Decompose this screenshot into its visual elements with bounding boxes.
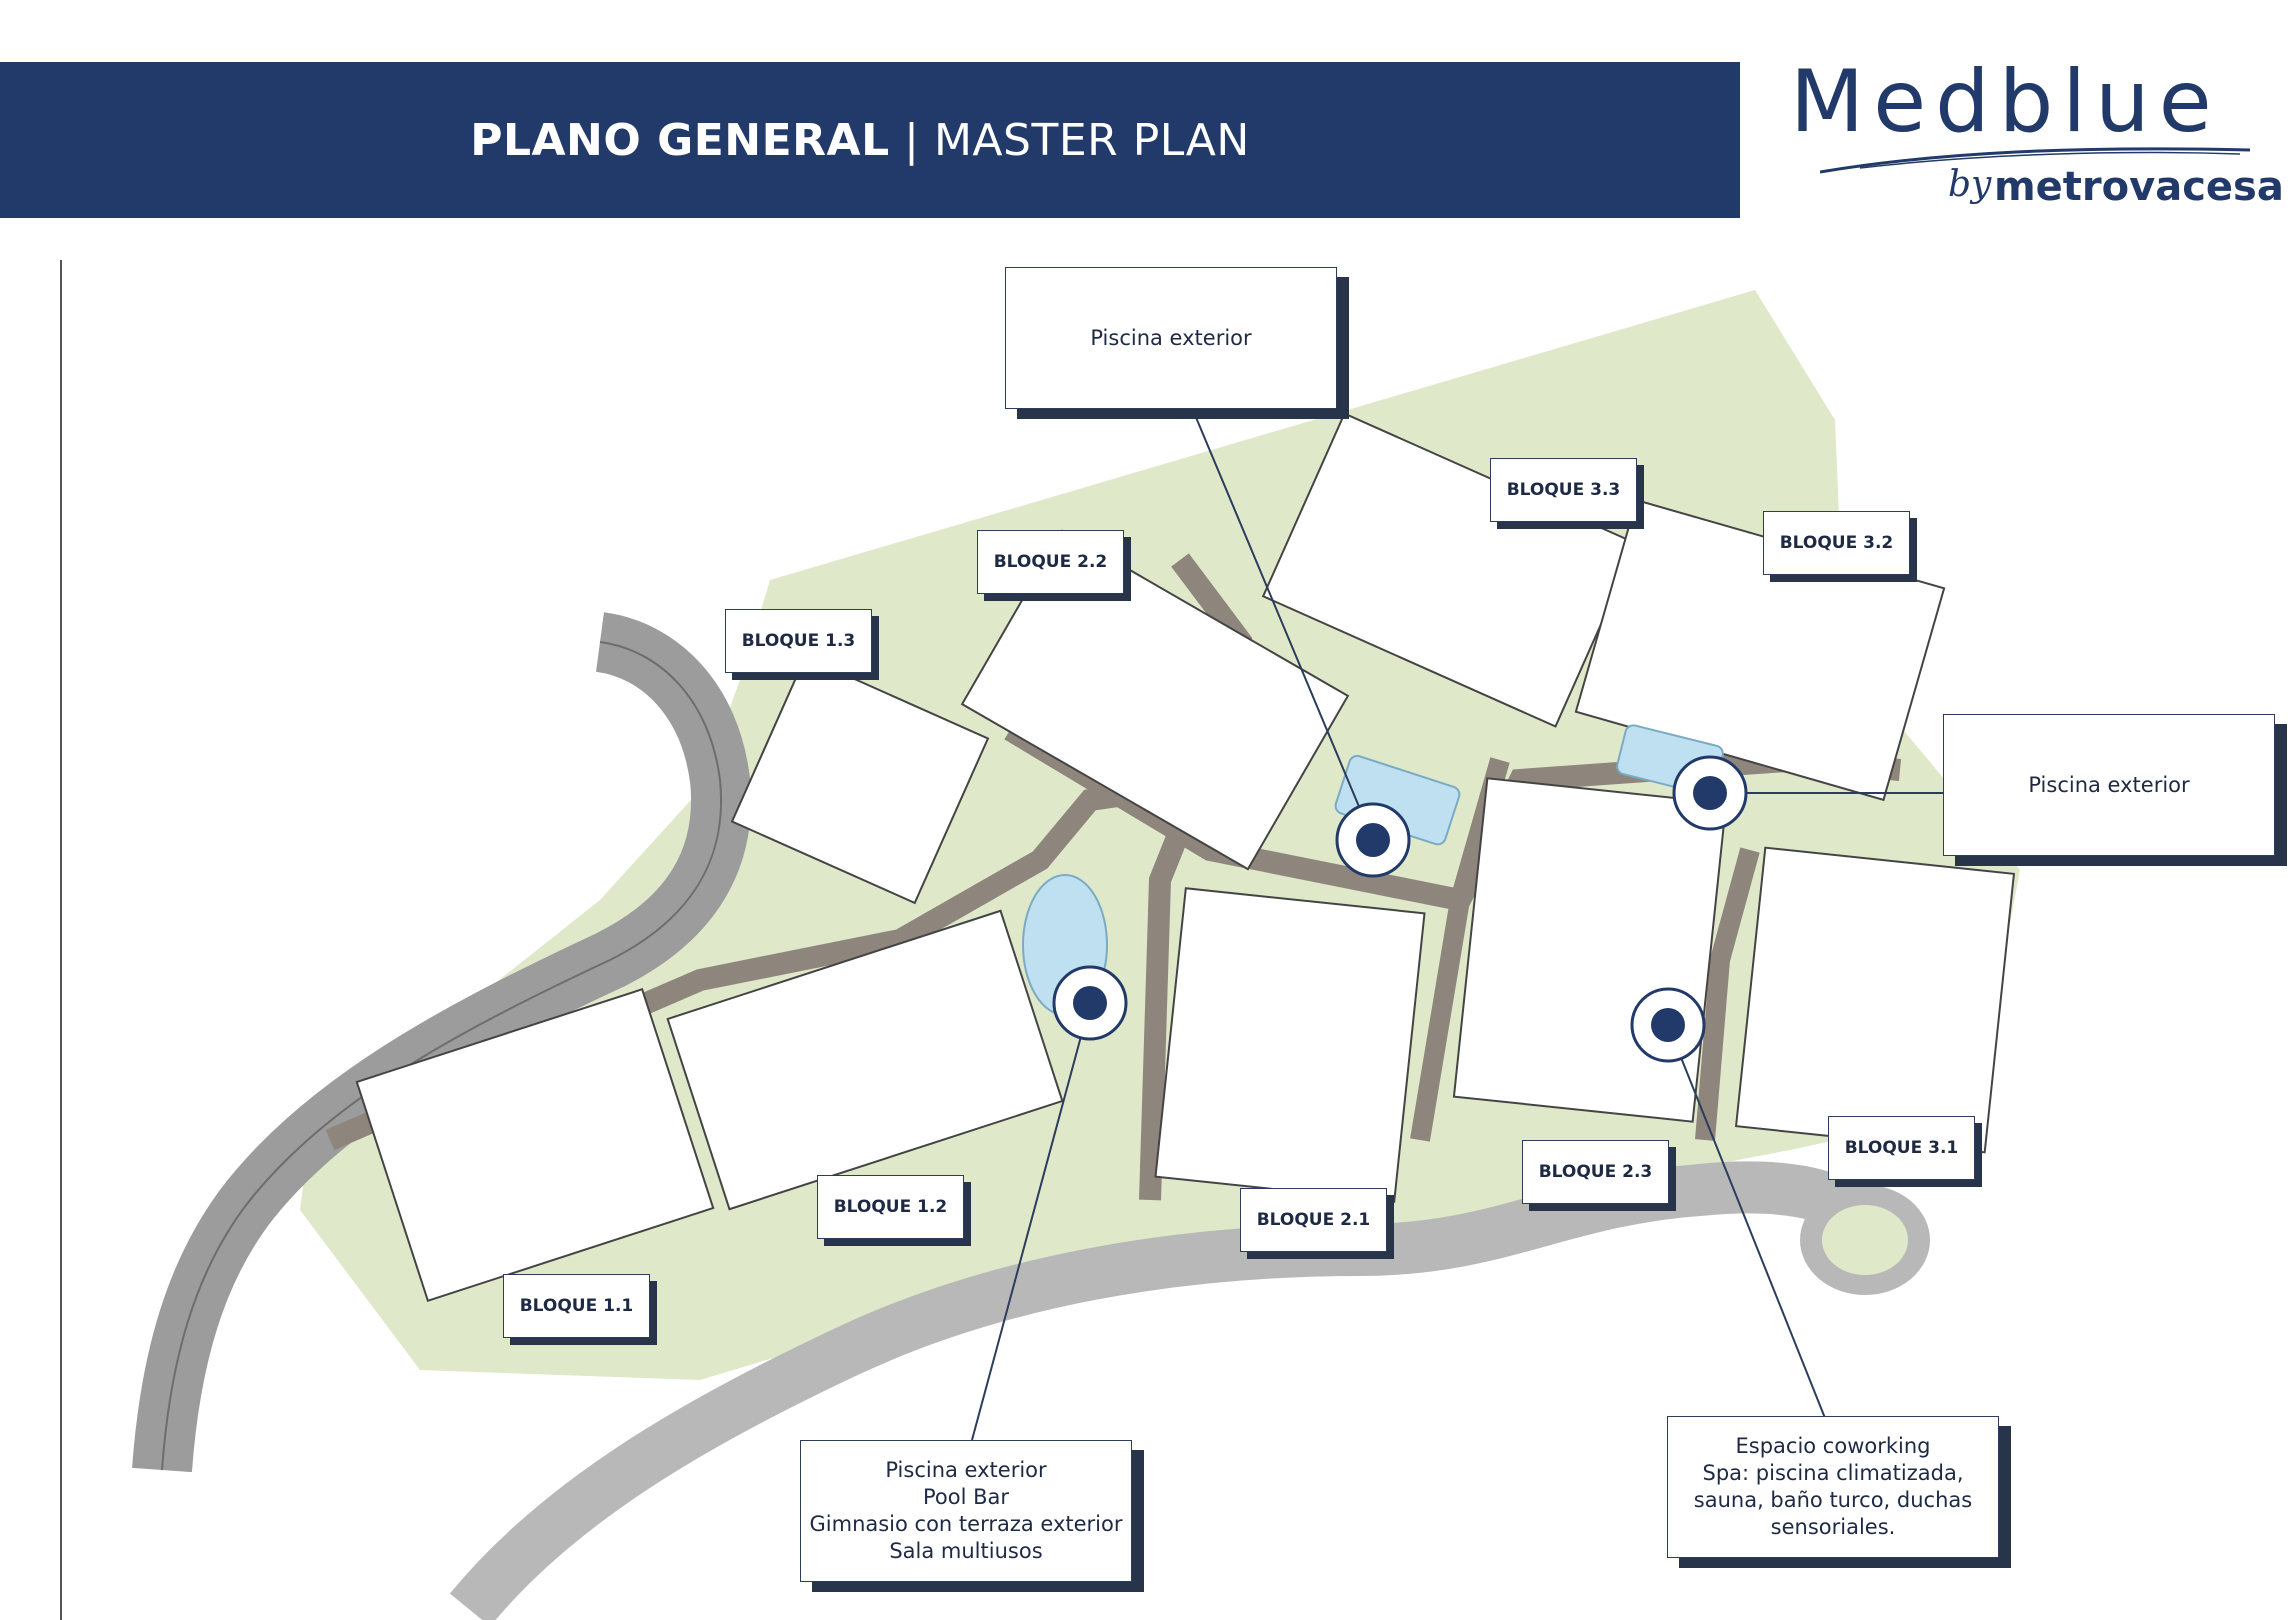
leader-line [1194, 414, 1374, 841]
label-bloque-2-3: BLOQUE 2.3 [1522, 1140, 1669, 1204]
building-b12 [666, 909, 1064, 1211]
callout-pool-top: Piscina exterior [1005, 267, 1337, 409]
leader-line [971, 1002, 1091, 1441]
callout-line: Spa: piscina climatizada, [1702, 1461, 1964, 1485]
logo-by: by [1948, 164, 1992, 205]
building-b13 [730, 655, 990, 905]
roundabout-center [1822, 1205, 1908, 1275]
page-title: PLANO GENERAL | MASTER PLAN [470, 115, 1270, 166]
callout-line: Gimnasio con terraza exterior [809, 1512, 1123, 1536]
left-margin-rule [60, 260, 62, 1620]
logo-wordmark: Medblue [1790, 52, 2221, 152]
building-b31 [1734, 846, 2016, 1154]
callout-line: sensoriales. [1770, 1515, 1896, 1539]
callout-line: sauna, baño turco, duchas [1693, 1488, 1973, 1512]
callout-amenities: Piscina exterior Pool Bar Gimnasio con t… [800, 1440, 1132, 1582]
title-spanish: PLANO GENERAL [470, 114, 890, 166]
callout-line: Piscina exterior [2028, 772, 2190, 797]
label-bloque-3-2: BLOQUE 3.2 [1763, 511, 1910, 575]
label-bloque-1-2: BLOQUE 1.2 [817, 1175, 964, 1239]
label-bloque-1-3: BLOQUE 1.3 [725, 609, 872, 673]
logo-company: metrovacesa [1994, 164, 2284, 210]
title-english: MASTER PLAN [933, 114, 1250, 166]
label-bloque-2-1: BLOQUE 2.1 [1240, 1188, 1387, 1252]
header-banner: PLANO GENERAL | MASTER PLAN [0, 62, 1740, 218]
callout-line: Sala multiusos [889, 1539, 1043, 1563]
label-bloque-1-1: BLOQUE 1.1 [503, 1274, 650, 1338]
amenity-marker-dot [1693, 776, 1727, 810]
internal-path [1695, 847, 1760, 1141]
label-bloque-2-2: BLOQUE 2.2 [977, 530, 1124, 594]
amenity-marker-dot [1073, 986, 1107, 1020]
callout-pool-right: Piscina exterior [1943, 714, 2275, 856]
callout-line: Pool Bar [922, 1485, 1010, 1509]
callout-line: Espacio coworking [1735, 1434, 1931, 1458]
callout-line: Piscina exterior [1090, 325, 1252, 350]
label-bloque-3-1: BLOQUE 3.1 [1828, 1116, 1975, 1180]
leader-line [1667, 1024, 1826, 1419]
callout-line: Piscina exterior [885, 1458, 1047, 1482]
label-bloque-3-3: BLOQUE 3.3 [1490, 458, 1637, 522]
lower-road [449, 1161, 1899, 1620]
amenity-marker-dot [1651, 1008, 1685, 1042]
amenity-marker-dot [1356, 823, 1390, 857]
callout-coworking: Espacio coworking Spa: piscina climatiza… [1667, 1416, 1999, 1558]
medblue-logo: Medblue by metrovacesa [1790, 52, 2284, 232]
road-edge [161, 641, 722, 1471]
building-b22 [960, 529, 1350, 871]
title-separator: | [904, 114, 920, 166]
building-b21 [1154, 887, 1426, 1203]
building-b11 [355, 988, 715, 1302]
logo-swoosh [1820, 147, 2250, 174]
